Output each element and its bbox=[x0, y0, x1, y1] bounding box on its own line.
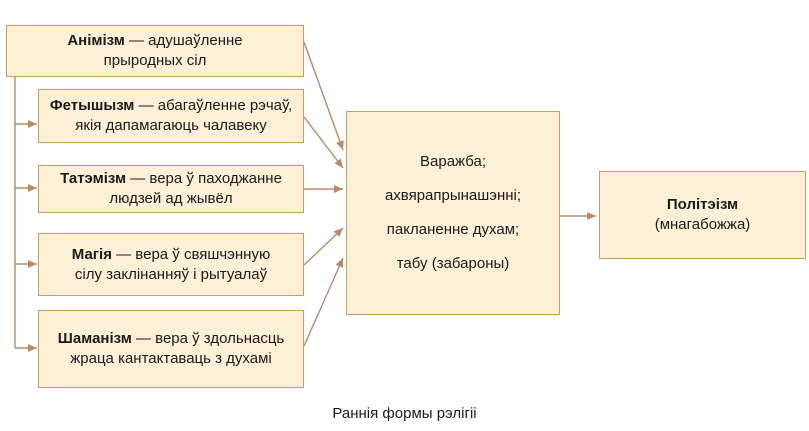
desc: — абагаўленне рэчаў, bbox=[134, 97, 293, 114]
box-animism-line2: прыродных сіл bbox=[103, 52, 207, 69]
term: Татэмізм bbox=[60, 170, 127, 187]
box-rituals: Варажба; ахвярапрынашэнні; пакланенне ду… bbox=[346, 111, 560, 315]
ritual-line-spirit-worship: пакланенне духам; bbox=[386, 221, 520, 238]
desc: — вера ў свяшчэнную bbox=[111, 245, 271, 263]
box-fetishism-line1: Фетышызм — абагаўленне рэчаў, bbox=[50, 96, 292, 116]
box-animism-line1: Анімізм — адушаўленне bbox=[67, 31, 242, 51]
box-polytheism: Політэізм (мнагабожжа) bbox=[599, 171, 806, 259]
box-totemism-line1: Татэмізм — вера ў паходжанне bbox=[60, 169, 282, 189]
arrow-fetishism-center bbox=[303, 116, 344, 169]
term: Шаманізм bbox=[57, 330, 132, 347]
ritual-line-divination: Варажба; bbox=[420, 153, 486, 170]
polytheism-title: Політэізм bbox=[666, 196, 739, 213]
term: Магія bbox=[71, 245, 112, 263]
box-animism: Анімізм — адушаўленне прыродных сіл bbox=[6, 25, 304, 77]
ritual-line-sacrifice: ахвярапрынашэнні; bbox=[384, 187, 522, 204]
term: Фетышызм bbox=[49, 97, 135, 114]
box-fetishism-line2: якія дапамагаюць чалавеку bbox=[75, 117, 267, 134]
polytheism-subtitle: (мнагабожжа) bbox=[654, 216, 751, 233]
arrow-magic-center bbox=[303, 227, 344, 266]
desc: — адушаўленне bbox=[124, 32, 243, 49]
box-magic-line2: сілу заклінанняў і рытуалаў bbox=[74, 265, 268, 283]
arrow-animism-center bbox=[303, 41, 344, 151]
ritual-line-taboo: табу (забароны) bbox=[396, 255, 510, 272]
box-fetishism: Фетышызм — абагаўленне рэчаў, якія дапам… bbox=[38, 89, 304, 143]
term: Анімізм bbox=[67, 32, 125, 49]
box-magic-line1: Магія — вера ў свяшчэнную bbox=[72, 245, 270, 265]
box-totemism-line2: людзей ад жывёл bbox=[109, 190, 233, 207]
box-totemism: Татэмізм — вера ў паходжанне людзей ад ж… bbox=[38, 165, 304, 213]
box-shamanism-line1: Шаманізм — вера ў здольнасць bbox=[58, 329, 284, 349]
box-shamanism-line2: жраца кантактаваць з духамі bbox=[70, 350, 272, 367]
desc: — вера ў здольнасць bbox=[131, 330, 285, 347]
diagram-caption: Раннія формы рэлігіі bbox=[332, 405, 477, 422]
box-shamanism: Шаманізм — вера ў здольнасць жраца канта… bbox=[38, 310, 304, 388]
arrow-shamanism-center bbox=[303, 257, 344, 347]
box-magic: Магія — вера ў свяшчэнную сілу заклінанн… bbox=[38, 233, 304, 296]
desc: — вера ў паходжанне bbox=[126, 170, 282, 187]
